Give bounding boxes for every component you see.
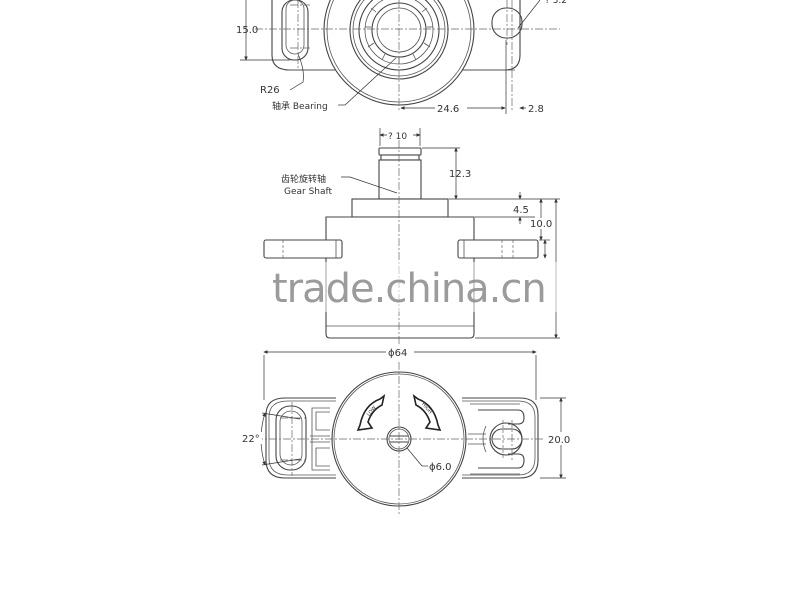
side-view: ? 10 12.3 4.5 10.0 [263, 128, 560, 352]
dim-height-15: 15.0 [236, 25, 258, 36]
hole-size-label: ? 3.2 [545, 0, 567, 6]
gear-shaft-label-cn: 齿轮旋转轴 [281, 173, 326, 185]
dim-radius-r26: R26 [260, 85, 280, 96]
bearing-label: 轴承 Bearing [272, 100, 328, 112]
dim-shaft-hole: ϕ6.0 [429, 462, 452, 473]
dim-slot-2-8: 2.8 [528, 104, 544, 115]
top-view: ? 3.2 15.0 R26 [236, 0, 567, 115]
dim-offset-24-6: 24.6 [437, 104, 459, 115]
dim-angle-22: 22° [242, 434, 260, 445]
bottom-view: ϕ64 LOW [240, 345, 576, 515]
dim-flange-height: 4.5 [513, 205, 529, 216]
dim-body-step: 10.0 [530, 219, 552, 230]
dim-width-20: 20.0 [548, 435, 570, 446]
dim-outer-diameter: ϕ64 [388, 348, 407, 359]
gear-shaft-label-en: Gear Shaft [284, 187, 333, 197]
watermark: trade.china.cn [272, 266, 546, 312]
dim-shaft-diameter: ? 10 [388, 132, 407, 142]
watermark-band [240, 262, 570, 312]
dim-shaft-height: 12.3 [449, 169, 471, 180]
